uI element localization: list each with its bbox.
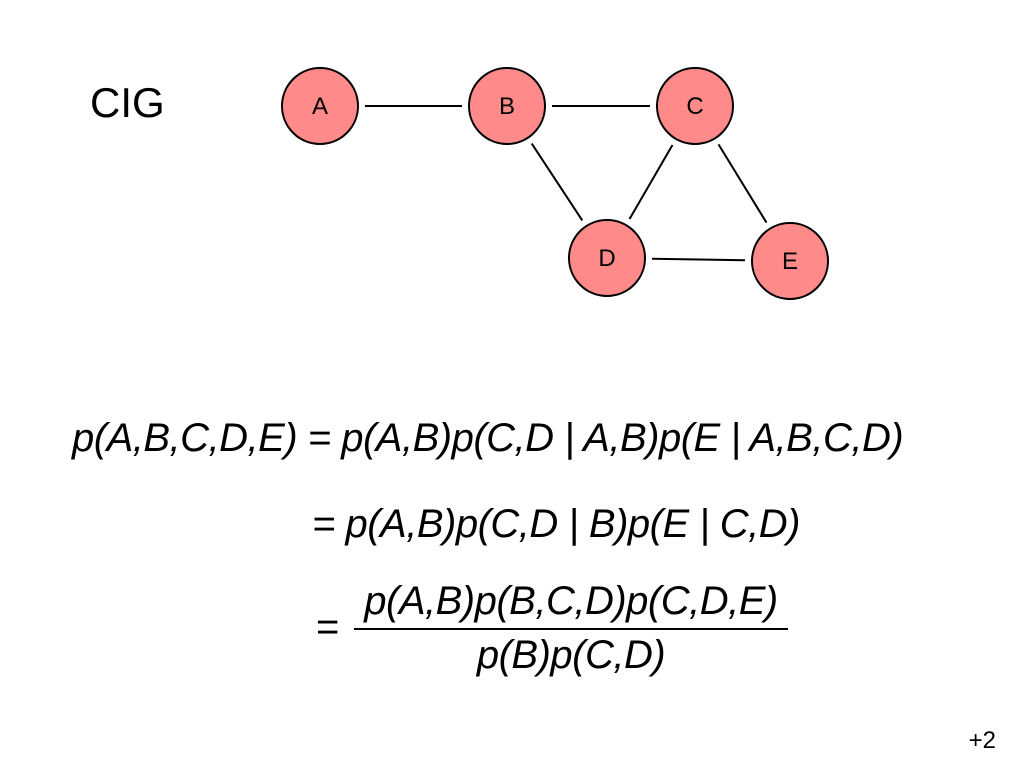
node-b: B	[468, 67, 546, 145]
node-circle-d	[568, 219, 646, 297]
node-label-d: D	[598, 245, 615, 272]
node-label-a: A	[312, 93, 328, 120]
node-e: E	[751, 222, 829, 300]
fraction-denominator: p(B)p(C,D)	[476, 633, 666, 677]
edge-b-d	[530, 143, 584, 221]
edge-c-d	[628, 144, 674, 220]
node-label-c: C	[686, 93, 703, 120]
slide-title: CIG	[90, 79, 165, 126]
node-circle-c	[656, 67, 734, 145]
equation-line-1: p(A,B,C,D,E) = p(A,B)p(C,D | A,B)p(E | A…	[72, 416, 904, 460]
fraction-numerator: p(A,B)p(B,C,D)p(C,D,E)	[364, 579, 778, 623]
node-d: D	[568, 219, 646, 297]
equation-line-2: = p(A,B)p(C,D | B)p(E | C,D)	[312, 502, 800, 546]
node-label-e: E	[782, 248, 798, 275]
node-circle-a	[281, 67, 359, 145]
equation-line-3-equals: =	[316, 605, 340, 649]
fraction-bar	[354, 628, 788, 630]
node-label-b: B	[499, 93, 515, 120]
node-circle-b	[468, 67, 546, 145]
graph-nodes: A B C D E	[281, 67, 829, 300]
node-circle-e	[751, 222, 829, 300]
equation-line-3-fraction: p(A,B)p(B,C,D)p(C,D,E) p(B)p(C,D)	[352, 578, 790, 678]
graph-edges	[365, 105, 768, 262]
node-a: A	[281, 67, 359, 145]
edge-c-e	[717, 143, 768, 224]
node-c: C	[656, 67, 734, 145]
edge-d-e	[651, 257, 746, 262]
page-number: +2	[968, 727, 996, 754]
